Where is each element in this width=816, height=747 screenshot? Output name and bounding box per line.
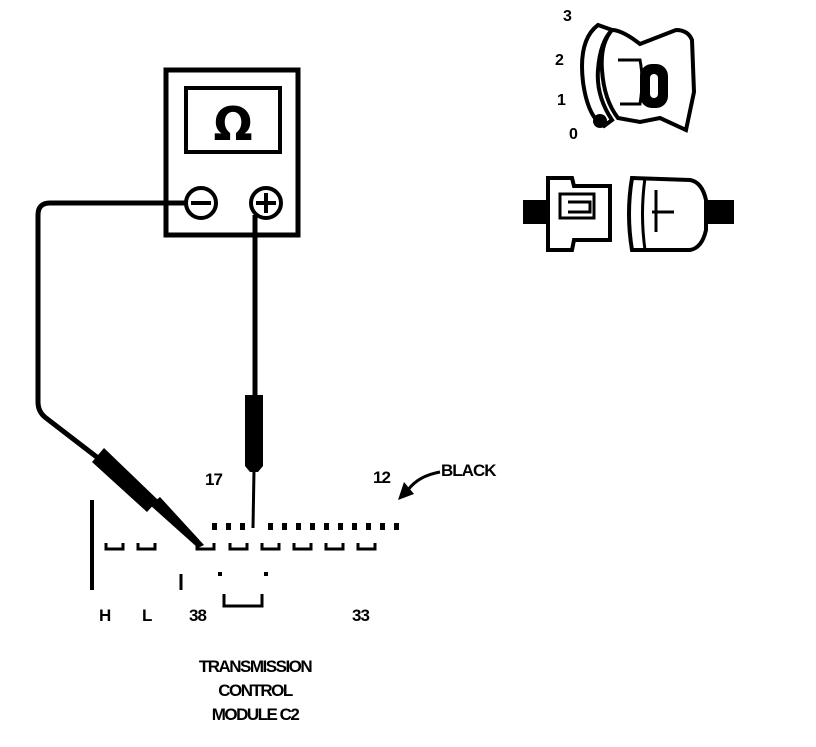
- connector-top-pins: [212, 523, 399, 530]
- negative-jack-icon: [184, 186, 218, 220]
- ignition-key-icon: [580, 22, 697, 133]
- ignition-position-2: 2: [555, 52, 564, 69]
- connector-halves-icon: [523, 175, 734, 252]
- pin-label-l: L: [142, 606, 152, 625]
- connector-latch: [222, 594, 264, 608]
- pin-number-17: 17: [205, 470, 223, 489]
- negative-test-lead: [35, 200, 204, 548]
- pointer-arrow: [398, 470, 441, 500]
- connector-bottom-pins: [104, 543, 377, 551]
- pin-label-33: 33: [352, 606, 370, 625]
- tcm-connector: [90, 500, 399, 608]
- positive-test-lead: [245, 215, 263, 529]
- caption-line-2: CONTROL: [218, 681, 293, 700]
- ignition-position-3: 3: [563, 8, 572, 25]
- pin-label-h: H: [99, 606, 111, 625]
- ignition-position-1: 1: [557, 92, 566, 109]
- ohmmeter-display: [184, 86, 282, 154]
- pin-number-12: 12: [373, 468, 391, 487]
- caption-line-3: MODULE C2: [211, 705, 300, 724]
- connector-color-label: BLACK: [441, 461, 496, 480]
- caption-line-1: TRANSMISSION: [198, 657, 313, 676]
- ignition-position-0: 0: [569, 126, 578, 143]
- positive-jack-icon: [249, 186, 283, 220]
- component-caption: TRANSMISSION CONTROL MODULE C2: [150, 655, 360, 727]
- ohmmeter: Ω: [163, 67, 301, 238]
- ohm-symbol: Ω: [213, 97, 252, 151]
- pin-label-38: 38: [189, 606, 207, 625]
